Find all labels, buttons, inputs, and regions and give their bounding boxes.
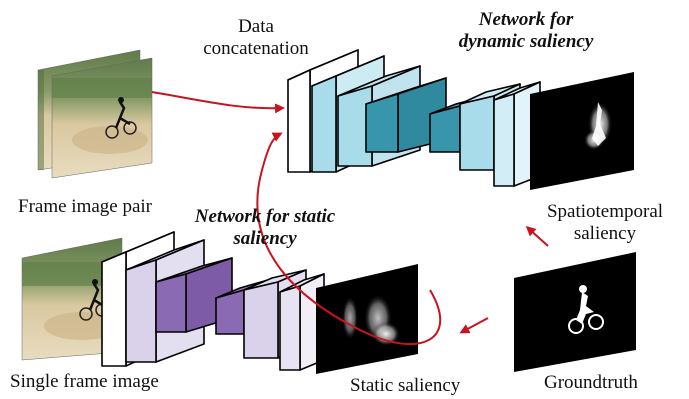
frame-image-pair-label: Frame image pair [18,196,153,217]
static-network [101,231,325,371]
static-network-title: Network for static saliency [194,206,336,249]
groundtruth-map [514,252,636,372]
arrow-frames-to-dynamic [151,91,285,114]
dyn-concat-front [287,69,311,173]
groundtruth-label: Groundtruth [544,372,638,393]
arrows [151,91,549,345]
arrow-static-to-dynamic [256,132,442,345]
frame-image-pair [37,49,153,179]
static-saliency-map [316,264,418,374]
static-saliency-label: Static saliency [350,375,461,396]
spatiotemporal-saliency-label: Spatiotemporal saliency [546,201,664,244]
arrow-groundtruth-to-static [459,317,489,334]
dynamic-network-title: Network for dynamic saliency [458,9,594,52]
single-frame-image-label: Single frame image [10,371,159,392]
single-frame-image [21,237,123,361]
data-concatenation-label: Data concatenation [203,16,309,59]
arrow-groundtruth-to-spatiotemporal [525,225,549,247]
spatiotemporal-saliency-map [530,72,634,190]
dynamic-network [287,49,541,187]
